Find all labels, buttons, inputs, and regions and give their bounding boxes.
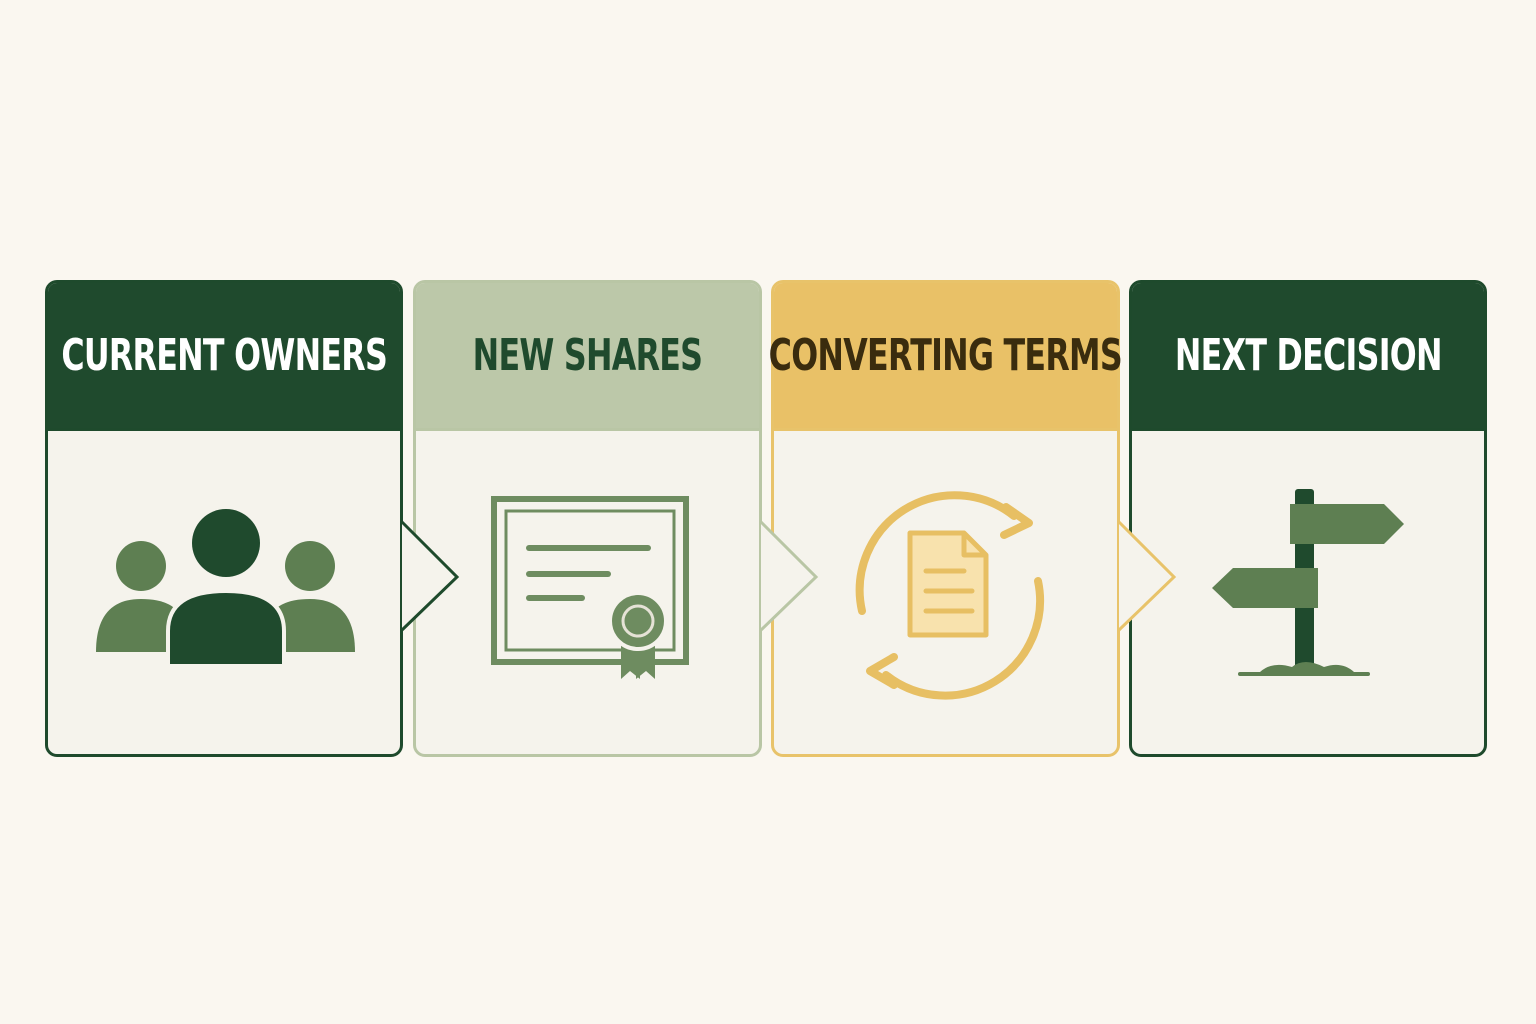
step-header: CURRENT OWNERS bbox=[48, 283, 400, 431]
step-header: CONVERTING TERMS bbox=[769, 283, 1123, 431]
step-body bbox=[416, 431, 759, 754]
step-next-decision: NEXT DECISION bbox=[1129, 280, 1487, 757]
document-conversion-cycle-icon bbox=[855, 491, 1044, 700]
group-of-people-icon bbox=[96, 509, 355, 668]
step-body bbox=[1132, 431, 1484, 754]
step-title: NEW SHARES bbox=[472, 330, 703, 381]
connector-arrow-3 bbox=[1117, 520, 1177, 632]
step-header: NEXT DECISION bbox=[1132, 283, 1484, 431]
step-header: NEW SHARES bbox=[416, 283, 759, 431]
step-body bbox=[48, 431, 400, 754]
step-title: CONVERTING TERMS bbox=[768, 330, 1123, 381]
connector-arrow-2 bbox=[759, 520, 819, 632]
share-certificate-icon bbox=[491, 496, 689, 679]
step-current-owners: CURRENT OWNERS bbox=[45, 280, 403, 757]
signpost-icon bbox=[1212, 489, 1404, 676]
step-body bbox=[774, 431, 1117, 754]
step-converting-terms: CONVERTING TERMS bbox=[769, 280, 1123, 757]
step-new-shares: NEW SHARES bbox=[413, 280, 762, 757]
connector-arrow-1 bbox=[400, 520, 460, 632]
step-title: CURRENT OWNERS bbox=[61, 330, 387, 381]
step-title: NEXT DECISION bbox=[1174, 330, 1443, 381]
